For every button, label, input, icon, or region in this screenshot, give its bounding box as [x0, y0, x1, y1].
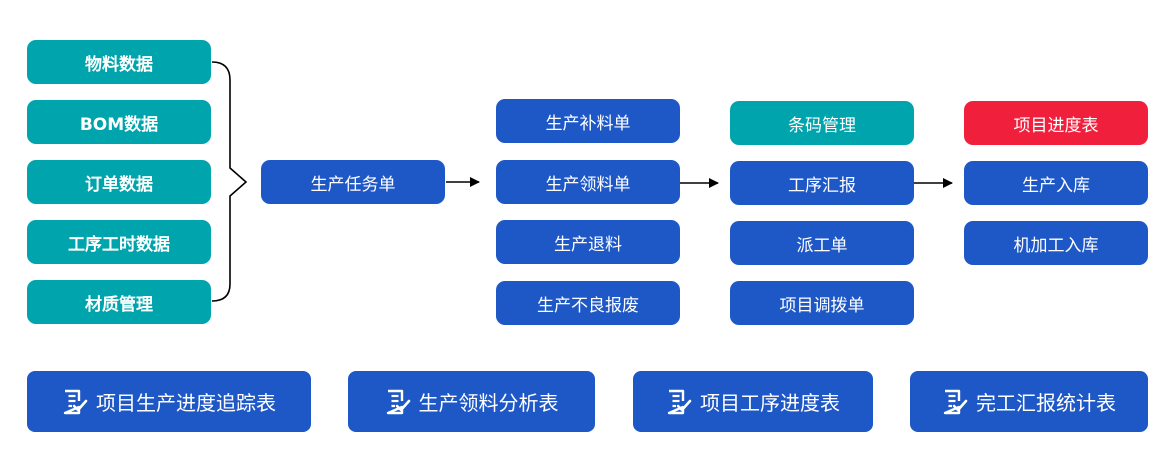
input-order-data: 订单数据 [27, 160, 211, 204]
report-label: 项目工序进度表 [700, 391, 840, 415]
report-completion-statistics[interactable]: 完工汇报统计表 [910, 371, 1148, 432]
report-check-icon [667, 389, 692, 414]
input-bracket [211, 61, 248, 302]
report-picking-analysis[interactable]: 生产领料分析表 [348, 371, 595, 432]
process-report: 工序汇报 [730, 161, 914, 205]
defective-scrap: 生产不良报废 [496, 281, 680, 325]
report-project-process-progress[interactable]: 项目工序进度表 [633, 371, 873, 432]
report-check-icon [63, 389, 88, 414]
report-label: 完工汇报统计表 [976, 391, 1116, 415]
input-material-data: 物料数据 [27, 40, 211, 84]
input-quality-management: 材质管理 [27, 280, 211, 324]
material-picking-order: 生产领料单 [496, 160, 680, 204]
report-label: 项目生产进度追踪表 [96, 391, 276, 415]
material-supplement-order: 生产补料单 [496, 99, 680, 143]
project-transfer-order: 项目调拨单 [730, 281, 914, 325]
input-process-hours-data: 工序工时数据 [27, 220, 211, 264]
report-check-icon [386, 389, 410, 414]
production-task-order: 生产任务单 [261, 160, 445, 204]
machining-warehousing: 机加工入库 [964, 221, 1148, 265]
report-label: 生产领料分析表 [418, 391, 559, 415]
report-check-icon [943, 389, 968, 414]
material-return: 生产退料 [496, 220, 680, 264]
production-warehousing: 生产入库 [964, 161, 1148, 205]
report-project-production-tracking[interactable]: 项目生产进度追踪表 [27, 371, 311, 432]
dispatch-order: 派工单 [730, 221, 914, 265]
input-bom-data: BOM数据 [27, 100, 211, 144]
project-progress-table: 项目进度表 [964, 101, 1148, 145]
barcode-management: 条码管理 [730, 101, 914, 145]
